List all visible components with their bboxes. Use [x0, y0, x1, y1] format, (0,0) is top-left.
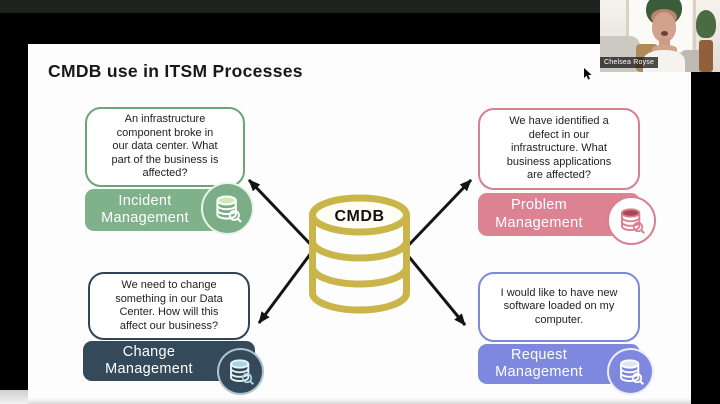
problem-database-icon [607, 196, 656, 245]
speaker-face [652, 12, 676, 42]
arrow-to-change [257, 248, 316, 324]
arrow-to-problem [402, 178, 473, 252]
participant-name-tag: Chelsea Royse [600, 57, 659, 68]
presentation-slide: CMDB use in ITSM Processes CMDB An infra… [28, 44, 691, 404]
cmdb-database-icon: CMDB [309, 194, 410, 314]
request-question-bubble: I would like to have new software loaded… [478, 272, 640, 342]
problem-question-bubble: We have identified a defect in our infra… [478, 108, 640, 190]
incident-database-icon [201, 182, 254, 235]
change-database-icon [217, 348, 264, 395]
speaker-mouth [661, 31, 668, 36]
slide-title: CMDB use in ITSM Processes [48, 61, 303, 81]
mouse-cursor [584, 68, 592, 80]
arrow-to-request [403, 251, 467, 326]
change-question-bubble: We need to change something in our Data … [88, 272, 250, 340]
incident-question-bubble: An infrastructure component broke in our… [85, 107, 245, 187]
wood-furniture [699, 40, 713, 72]
slide-bottom-edge [28, 398, 691, 404]
cmdb-diagram-graphic: CMDB [247, 178, 473, 326]
cmdb-arrows [247, 178, 473, 326]
plant [696, 10, 716, 38]
window-frame [626, 0, 629, 52]
bottom-left-light-strip [0, 390, 28, 404]
webcam-video[interactable]: Chelsea Royse [600, 0, 720, 72]
cmdb-label: CMDB [335, 208, 385, 225]
request-database-icon [607, 348, 654, 395]
arrow-to-incident [247, 178, 316, 250]
window-top-bar [0, 0, 720, 13]
speaker-neck [659, 38, 670, 49]
window-frame [693, 0, 696, 52]
